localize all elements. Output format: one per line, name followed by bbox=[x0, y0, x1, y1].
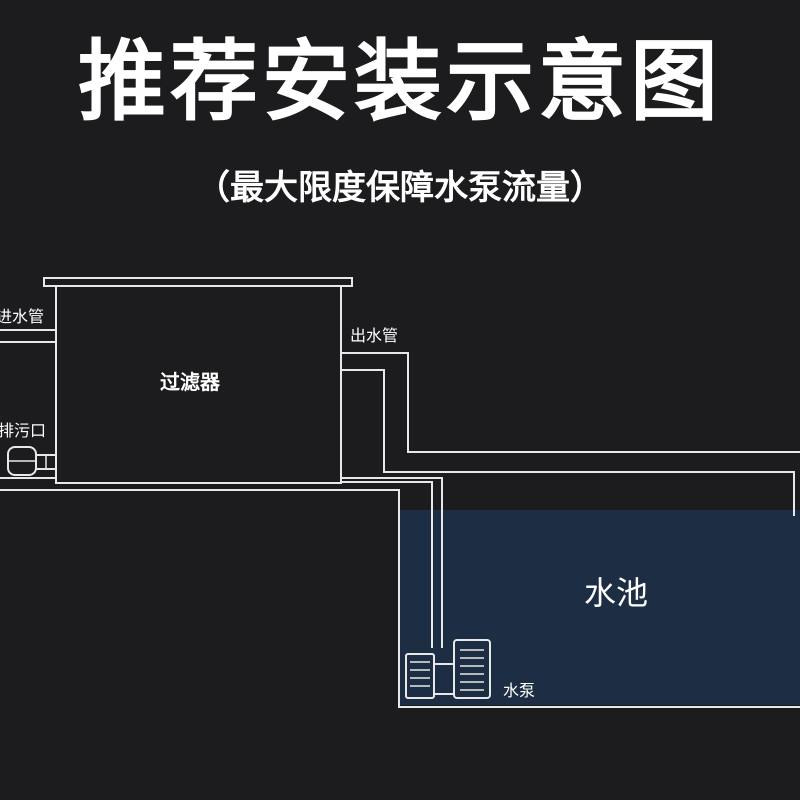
inlet-pipe-label: 进水管 bbox=[0, 307, 44, 326]
pool-water bbox=[400, 510, 800, 705]
outlet-pipe-label: 出水管 bbox=[350, 326, 398, 345]
page-subtitle: （最大限度保障水泵流量） bbox=[196, 168, 604, 208]
filter-label: 过滤器 bbox=[160, 370, 221, 394]
pump-pipe-inner bbox=[341, 481, 433, 648]
page-title: 推荐安装示意图 bbox=[77, 30, 722, 133]
pump-icon bbox=[405, 639, 491, 699]
filter-body bbox=[55, 285, 342, 484]
outlet-pipe-outer bbox=[341, 352, 800, 453]
filter-lid bbox=[43, 277, 353, 287]
pool-label: 水池 bbox=[584, 574, 648, 612]
pump-pipe-outer bbox=[341, 477, 443, 648]
drain-valve bbox=[0, 446, 57, 479]
ground-line bbox=[0, 489, 800, 708]
outlet-pipe-inner bbox=[341, 369, 795, 516]
drain-label: 排污口 bbox=[0, 421, 46, 440]
pump-label: 水泵 bbox=[503, 681, 535, 700]
